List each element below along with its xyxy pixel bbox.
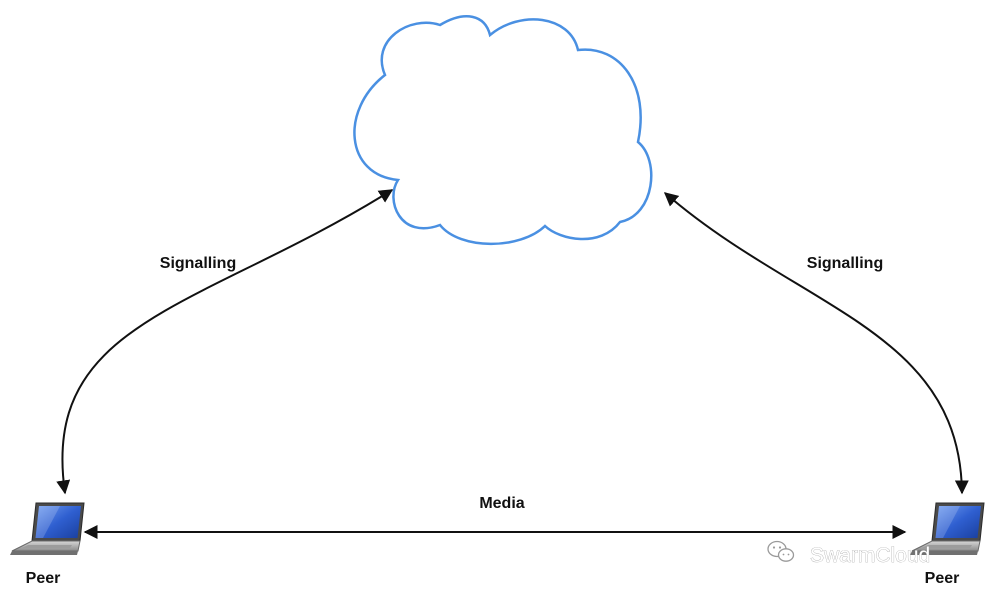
cloud-icon — [353, 15, 653, 246]
media-label: Media — [479, 495, 524, 512]
signalling-label-right: Signalling — [807, 255, 883, 272]
peer-label-right: Peer — [925, 570, 960, 587]
peer-label-left: Peer — [26, 570, 61, 587]
laptop-icon — [10, 502, 85, 555]
signalling-arrow-right — [663, 192, 969, 495]
watermark-text: SwarmCloud — [810, 544, 930, 567]
laptop-icon — [910, 502, 985, 555]
wechat-icon — [767, 540, 795, 562]
watermark: SwarmCloud — [767, 540, 931, 567]
signalling-arrow-left — [56, 189, 394, 495]
signalling-label-left: Signalling — [160, 255, 236, 272]
